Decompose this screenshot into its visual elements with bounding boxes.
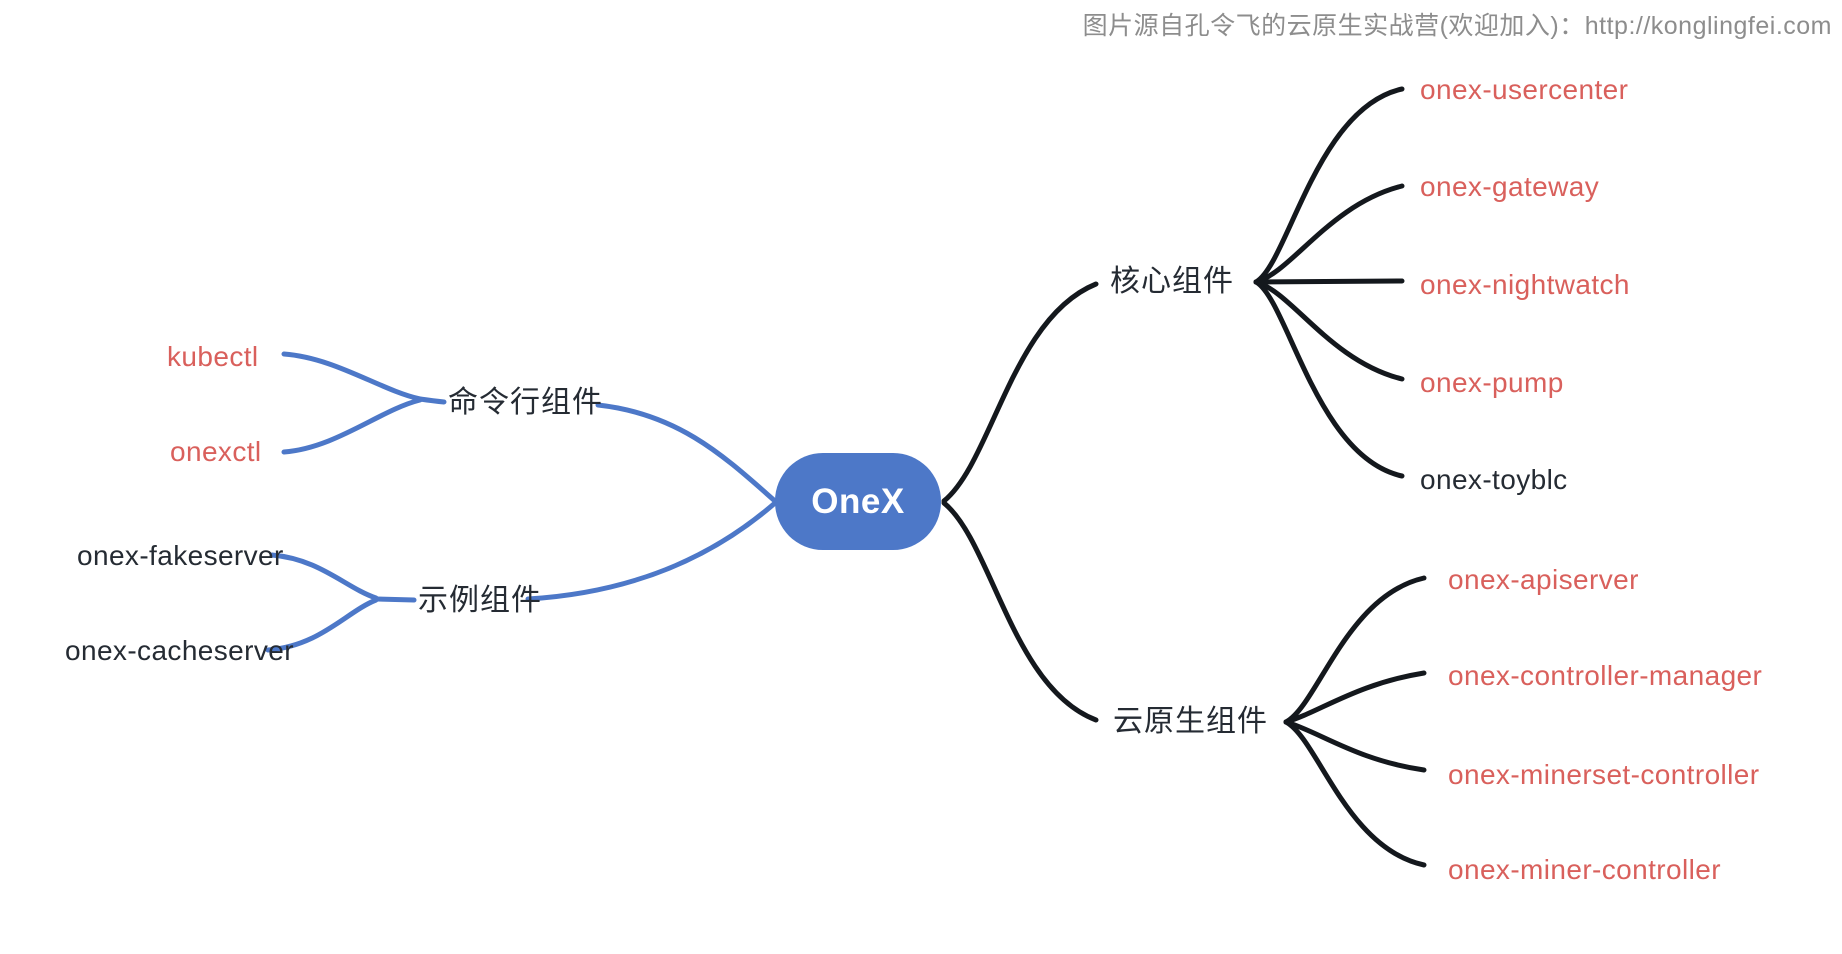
leaf-onex-pump[interactable]: onex-pump — [1420, 367, 1564, 398]
leaf-onex-gateway[interactable]: onex-gateway — [1420, 171, 1600, 202]
connector-demo-to-root — [525, 500, 778, 602]
root-node[interactable]: OneX — [775, 453, 941, 550]
connector-root-to-core — [941, 281, 1099, 504]
leaf-onex-cacheserver[interactable]: onex-cacheserver — [65, 635, 294, 666]
connector-cloud-to-controller-manager — [1283, 670, 1427, 725]
root-node-label: OneX — [811, 481, 905, 521]
watermark-text: 图片源自孔令飞的云原生实战营(欢迎加入)：http://konglingfei.… — [1082, 12, 1832, 40]
connector-core-to-usercenter — [1253, 86, 1405, 285]
connector-cli-to-root — [595, 402, 778, 504]
connector-core-to-gateway — [1253, 183, 1405, 285]
leaf-onex-nightwatch[interactable]: onex-nightwatch — [1420, 269, 1630, 300]
leaf-onex-apiserver[interactable]: onex-apiserver — [1448, 564, 1639, 595]
connector-root-to-cloudnative — [941, 500, 1099, 723]
branch-core-components[interactable]: 核心组件 — [1110, 265, 1234, 298]
leaf-kubectl[interactable]: kubectl — [167, 341, 259, 372]
branch-cli-components[interactable]: 命令行组件 — [448, 386, 603, 419]
connector-cloud-to-minerset-controller — [1283, 719, 1427, 773]
connector-core-to-toyblc — [1253, 279, 1405, 479]
leaf-onex-miner-controller[interactable]: onex-miner-controller — [1448, 854, 1721, 885]
leaf-onex-minerset-controller[interactable]: onex-minerset-controller — [1448, 759, 1760, 790]
leaf-onex-toyblc[interactable]: onex-toyblc — [1420, 464, 1568, 495]
branch-cloudnative-components[interactable]: 云原生组件 — [1113, 705, 1268, 738]
connector-onexctl-to-cli — [281, 397, 423, 455]
connector-core-to-pump — [1253, 279, 1405, 382]
leaf-onexctl[interactable]: onexctl — [170, 436, 262, 467]
connector-cacheserver-to-demo — [265, 597, 379, 653]
leaf-onex-usercenter[interactable]: onex-usercenter — [1420, 74, 1629, 105]
connector-cloud-to-miner-controller — [1283, 719, 1427, 868]
leaf-onex-controller-manager[interactable]: onex-controller-manager — [1448, 660, 1763, 691]
leaf-onex-fakeserver[interactable]: onex-fakeserver — [77, 540, 284, 571]
branch-demo-components[interactable]: 示例组件 — [418, 584, 542, 617]
connector-kubectl-to-cli — [281, 351, 423, 402]
connector-cli-merge-stub — [417, 396, 447, 405]
connector-demo-merge-stub — [373, 596, 417, 603]
connector-cloud-to-apiserver — [1283, 575, 1427, 725]
connector-core-to-nightwatch — [1253, 278, 1405, 285]
connector-fakeserver-to-demo — [269, 552, 379, 601]
